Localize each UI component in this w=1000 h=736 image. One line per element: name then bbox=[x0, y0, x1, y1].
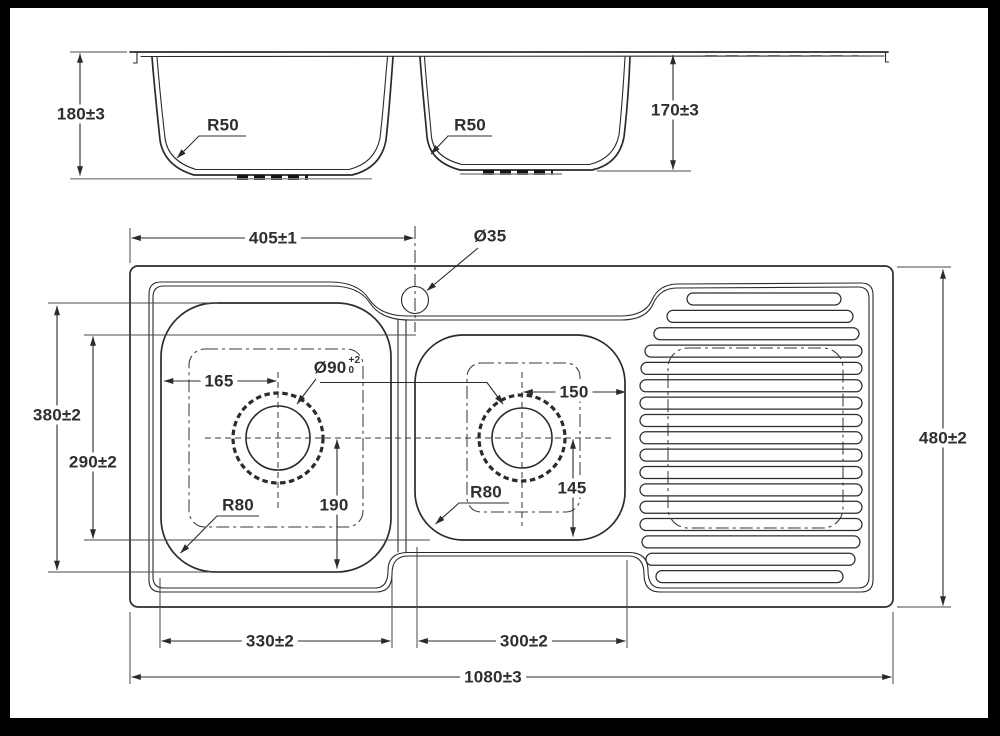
drainer-rib bbox=[686, 292, 842, 306]
dim-label-tap-offset: 405±1 bbox=[244, 228, 302, 248]
drainer-rib bbox=[639, 500, 863, 514]
drainer-rib bbox=[639, 379, 863, 393]
left-rim-lip bbox=[132, 51, 138, 64]
drainer-rib bbox=[639, 448, 863, 462]
drainer-rib bbox=[641, 535, 861, 549]
dim-label-r50-left: R50 bbox=[207, 115, 239, 135]
drain-dia-tolerance: +2 0 bbox=[348, 355, 361, 376]
drainer-rib bbox=[640, 361, 863, 376]
dim-label-overall-depth: 480±2 bbox=[914, 428, 972, 448]
dim-label-r50-right: R50 bbox=[454, 115, 486, 135]
drainer-rib bbox=[655, 569, 844, 584]
dim-label-bowl1-width: 330±2 bbox=[241, 631, 299, 651]
dim-label-drain1-x: 165 bbox=[200, 371, 238, 391]
leader-tap-hole bbox=[426, 247, 479, 291]
plan-view bbox=[48, 226, 951, 684]
dim-label-bowl2-length: 290±2 bbox=[64, 452, 122, 472]
leader-r80-left bbox=[180, 515, 259, 554]
dim-label-r80-right: R80 bbox=[470, 482, 502, 502]
drainer-ribs bbox=[639, 292, 863, 584]
drainer-rib bbox=[639, 465, 863, 480]
right-rim-lip bbox=[884, 51, 890, 63]
leader-r50-right bbox=[430, 135, 492, 155]
dim-label-bowl1-length: 380±2 bbox=[28, 405, 86, 425]
dim-label-drain2-x: 150 bbox=[555, 382, 593, 402]
dim-label-bowl2-width: 300±2 bbox=[495, 631, 553, 651]
drainer-rib bbox=[644, 344, 863, 358]
drain-dia-value: Ø90 bbox=[313, 357, 347, 377]
bowl1-section bbox=[151, 56, 394, 176]
sink-outer-edge bbox=[129, 265, 894, 608]
leader-drain2 bbox=[320, 381, 504, 405]
drainer-rib bbox=[639, 517, 863, 532]
rim-contour-outer bbox=[148, 281, 874, 593]
dim-label-drain1-y: 190 bbox=[315, 495, 353, 515]
drainer-rib bbox=[639, 431, 863, 445]
drainer-rib bbox=[653, 327, 860, 341]
drainer-rib bbox=[639, 413, 863, 428]
bowl2-section bbox=[419, 56, 631, 171]
leader-r50-left bbox=[176, 135, 246, 159]
dim-label-r80-left: R80 bbox=[222, 495, 254, 515]
dim-label-bowl2-depth: 170±3 bbox=[646, 100, 704, 120]
dim-label-tap-dia: Ø35 bbox=[473, 226, 507, 246]
drainer-rib bbox=[639, 483, 863, 497]
dim-label-drain2-y: 145 bbox=[553, 478, 591, 498]
drainer-rib bbox=[639, 396, 863, 410]
bowl1-bottom-edge bbox=[188, 348, 364, 528]
rim-contour-inner bbox=[152, 285, 870, 589]
dim-label-drain-dia: Ø90 +2 0 bbox=[313, 355, 361, 377]
drainer-rib bbox=[645, 552, 856, 566]
dim-label-bowl1-depth: 180±3 bbox=[52, 104, 110, 124]
drainer-rib bbox=[666, 309, 854, 324]
leader-drain1 bbox=[296, 378, 317, 405]
dim-label-overall-width: 1080±3 bbox=[460, 667, 526, 687]
drainer-pressing bbox=[667, 347, 844, 529]
leader-r80-right bbox=[435, 502, 509, 525]
